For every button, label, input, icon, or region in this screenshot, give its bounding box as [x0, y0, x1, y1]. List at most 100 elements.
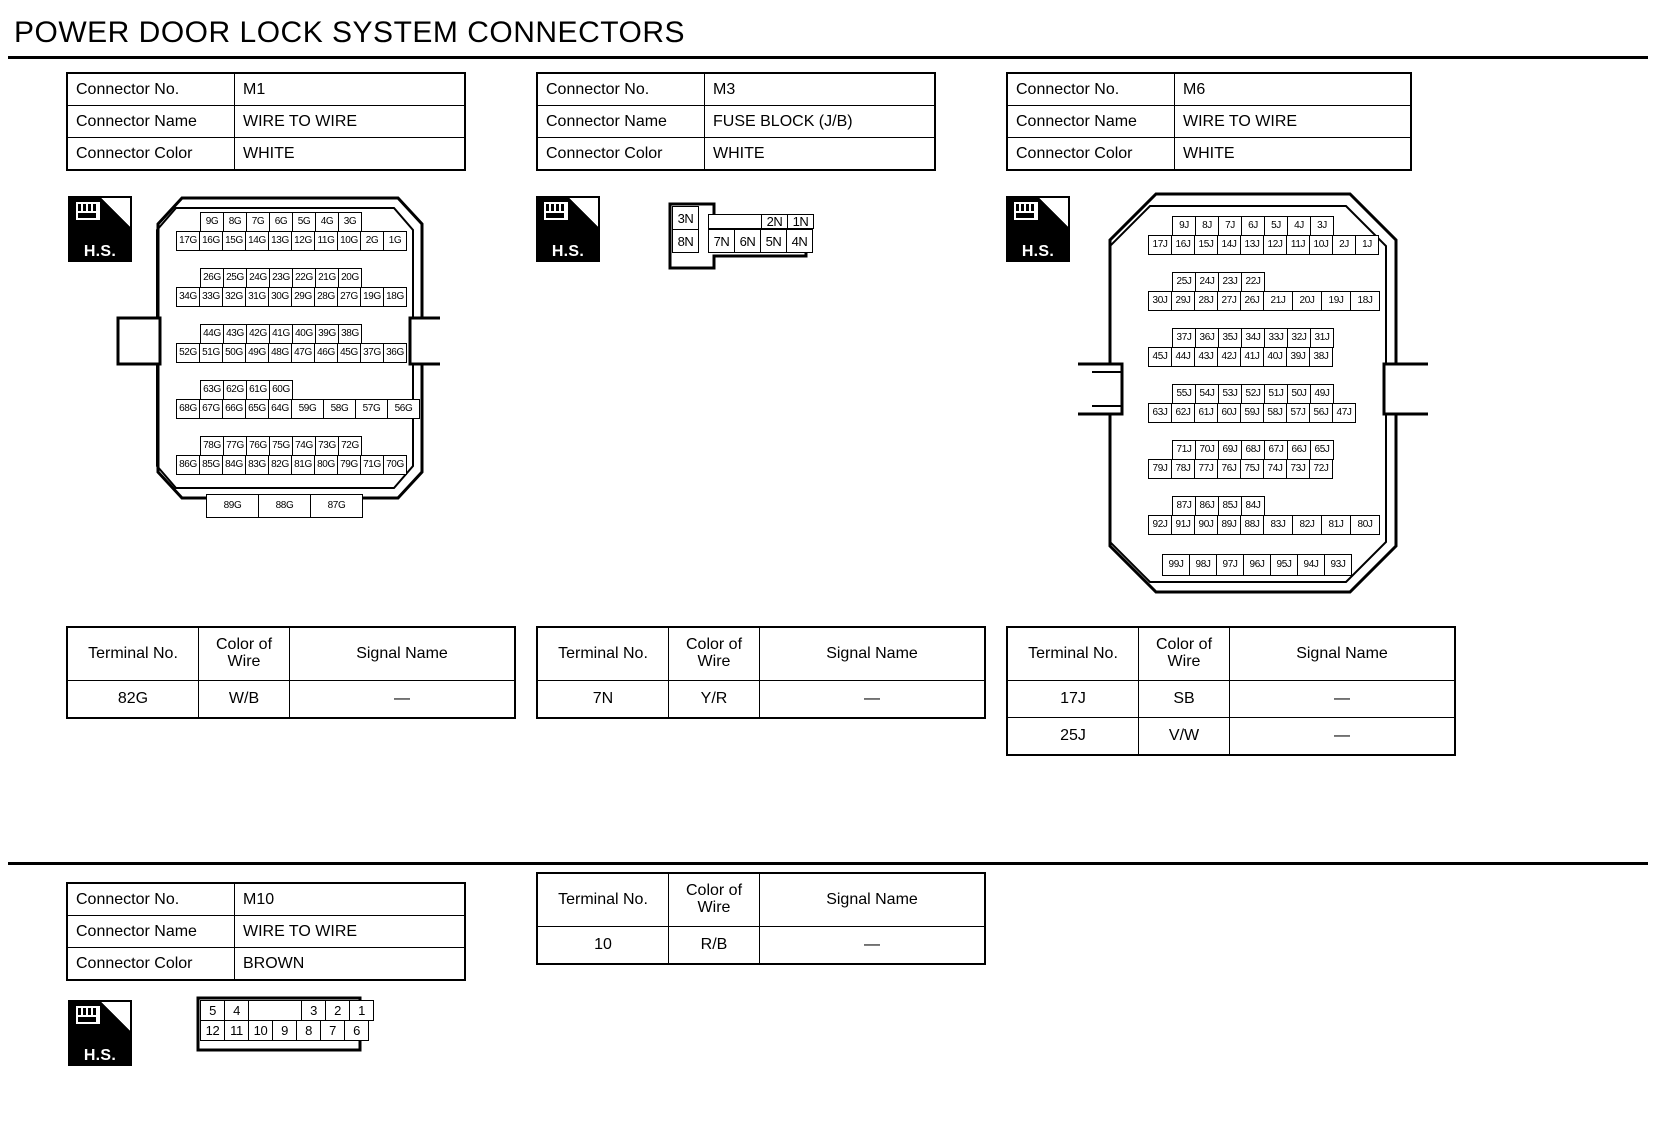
pin-cell: 94J: [1297, 554, 1325, 576]
pin-cell: 45G: [337, 343, 361, 363]
pin-cell: 1: [349, 1000, 374, 1021]
pin-cell: 52G: [176, 343, 200, 363]
pin-cell: 37J: [1172, 328, 1196, 348]
pin-cell: 90J: [1194, 515, 1218, 535]
pin-cell: 12G: [291, 231, 315, 251]
title-divider: [8, 56, 1648, 59]
pin-cell: 28J: [1194, 291, 1218, 311]
hs-icon-m3: H.S.: [536, 196, 600, 262]
pin-cell: 67G: [199, 399, 223, 419]
pin-cell: 63G: [200, 380, 224, 400]
label-connector-color: Connector Color: [66, 947, 235, 981]
cell-signal-name: —: [1229, 717, 1456, 756]
color-of-wire-line1: Color of: [685, 882, 743, 900]
color-of-wire-line1: Color of: [1155, 636, 1213, 654]
pin-cell: 28G: [314, 287, 338, 307]
pin-cell: 25G: [223, 268, 247, 288]
pin-cell: 99J: [1162, 554, 1190, 576]
pin-cell: 25J: [1172, 272, 1196, 292]
pin-cell: 1G: [383, 231, 407, 251]
pin-cell: 8J: [1195, 216, 1219, 236]
cell-color-of-wire: SB: [1138, 680, 1230, 718]
pin-cell: 61G: [246, 380, 270, 400]
pin-cell: 7: [320, 1020, 345, 1041]
label-connector-name: Connector Name: [1006, 105, 1175, 138]
pin-cell: 79J: [1148, 459, 1172, 479]
cell-color-of-wire: W/B: [198, 680, 290, 719]
pin-cell: 21G: [315, 268, 339, 288]
pin-row-m3-left-top: 3N: [672, 206, 699, 230]
pin-cell: 42J: [1217, 347, 1241, 367]
column-header-terminal-no: Terminal No.: [536, 872, 669, 927]
label-connector-no: Connector No.: [66, 882, 235, 916]
pin-cell: 93J: [1324, 554, 1352, 576]
pin-cell: 43J: [1194, 347, 1218, 367]
pin-row-1-top: 9G 8G 7G 6G 5G 4G 3G: [200, 212, 362, 232]
pin-cell: 79G: [337, 455, 361, 475]
pin-cell: 89G: [206, 494, 259, 518]
hs-icon-diagonal: [100, 198, 130, 228]
pin-cell: 12J: [1263, 235, 1287, 255]
value-connector-name: FUSE BLOCK (J/B): [704, 105, 936, 138]
value-connector-name: WIRE TO WIRE: [1174, 105, 1412, 138]
pin-cell: 10G: [337, 231, 361, 251]
pin-cell: 57G: [355, 399, 388, 419]
table-header-row: Terminal No. Color of Wire Signal Name: [536, 872, 986, 927]
pin-cell: 58G: [323, 399, 356, 419]
pin-row-1-bottom: 17J 16J 15J 14J 13J 12J 11J 10J 2J 1J: [1148, 235, 1379, 255]
value-connector-color: BROWN: [234, 947, 466, 981]
pin-cell: 27G: [337, 287, 361, 307]
pin-cell: 23J: [1218, 272, 1242, 292]
pin-cell: 13J: [1240, 235, 1264, 255]
pin-cell: 60J: [1217, 403, 1241, 423]
color-of-wire-line1: Color of: [215, 636, 273, 654]
pin-cell: 70J: [1195, 440, 1219, 460]
pin-cell: 2: [325, 1000, 350, 1021]
color-of-wire-line2: Wire: [227, 653, 261, 670]
pin-cell: 6N: [734, 229, 761, 253]
pin-row-2-bottom: 30J 29J 28J 27J 26J 21J 20J 19J 18J: [1148, 291, 1380, 311]
pin-cell: 86J: [1195, 496, 1219, 516]
cell-terminal-no: 17J: [1006, 680, 1139, 718]
value-connector-name: WIRE TO WIRE: [234, 105, 466, 138]
pin-cell: 60G: [269, 380, 293, 400]
column-header-color-of-wire: Color of Wire: [668, 872, 760, 927]
pin-cell: 68G: [176, 399, 200, 419]
column-header-signal-name: Signal Name: [759, 872, 986, 927]
pin-cell: 2N: [761, 214, 788, 229]
pin-cell: 12: [200, 1020, 225, 1041]
pin-row-1-top: 9J 8J 7J 6J 5J 4J 3J: [1172, 216, 1334, 236]
pin-cell: 23G: [269, 268, 293, 288]
pin-cell: 73J: [1286, 459, 1310, 479]
connector-info-table-m1: Connector No. M1 Connector Name WIRE TO …: [66, 72, 466, 171]
color-of-wire-line2: Wire: [697, 653, 731, 670]
pin-cell: 69J: [1218, 440, 1242, 460]
pin-cell: 46G: [314, 343, 338, 363]
pin-row-7: 99J 98J 97J 96J 95J 94J 93J: [1162, 554, 1352, 576]
pin-cell: 72J: [1309, 459, 1333, 479]
pin-cell-blank: [248, 1000, 302, 1021]
pin-row-3-bottom: 52G 51G 50G 49G 48G 47G 46G 45G 37G 36G: [176, 343, 407, 363]
cell-signal-name: —: [759, 926, 986, 965]
pin-row-m3-top: 2N 1N: [708, 214, 814, 229]
table-header-row: Terminal No. Color of Wire Signal Name: [536, 626, 986, 681]
pin-cell: 91J: [1171, 515, 1195, 535]
cell-signal-name: —: [289, 680, 516, 719]
hs-icon-diagonal: [100, 1002, 130, 1032]
pin-cell: 9: [272, 1020, 297, 1041]
pin-cell: 18G: [383, 287, 407, 307]
pin-cell: 18J: [1350, 291, 1380, 311]
pin-cell: 2J: [1332, 235, 1356, 255]
pin-cell: 13G: [268, 231, 292, 251]
pin-cell: 15G: [222, 231, 246, 251]
pin-cell: 75J: [1240, 459, 1264, 479]
hs-icon-diagonal: [1038, 198, 1068, 228]
pin-cell: 36J: [1195, 328, 1219, 348]
pin-row-3-top: 37J 36J 35J 34J 33J 32J 31J: [1172, 328, 1334, 348]
pin-cell: 6J: [1241, 216, 1265, 236]
pin-cell: 88J: [1240, 515, 1264, 535]
pin-cell: 81G: [291, 455, 315, 475]
cell-color-of-wire: Y/R: [668, 680, 760, 719]
pin-cell: 56J: [1309, 403, 1333, 423]
pin-cell: 78J: [1171, 459, 1195, 479]
